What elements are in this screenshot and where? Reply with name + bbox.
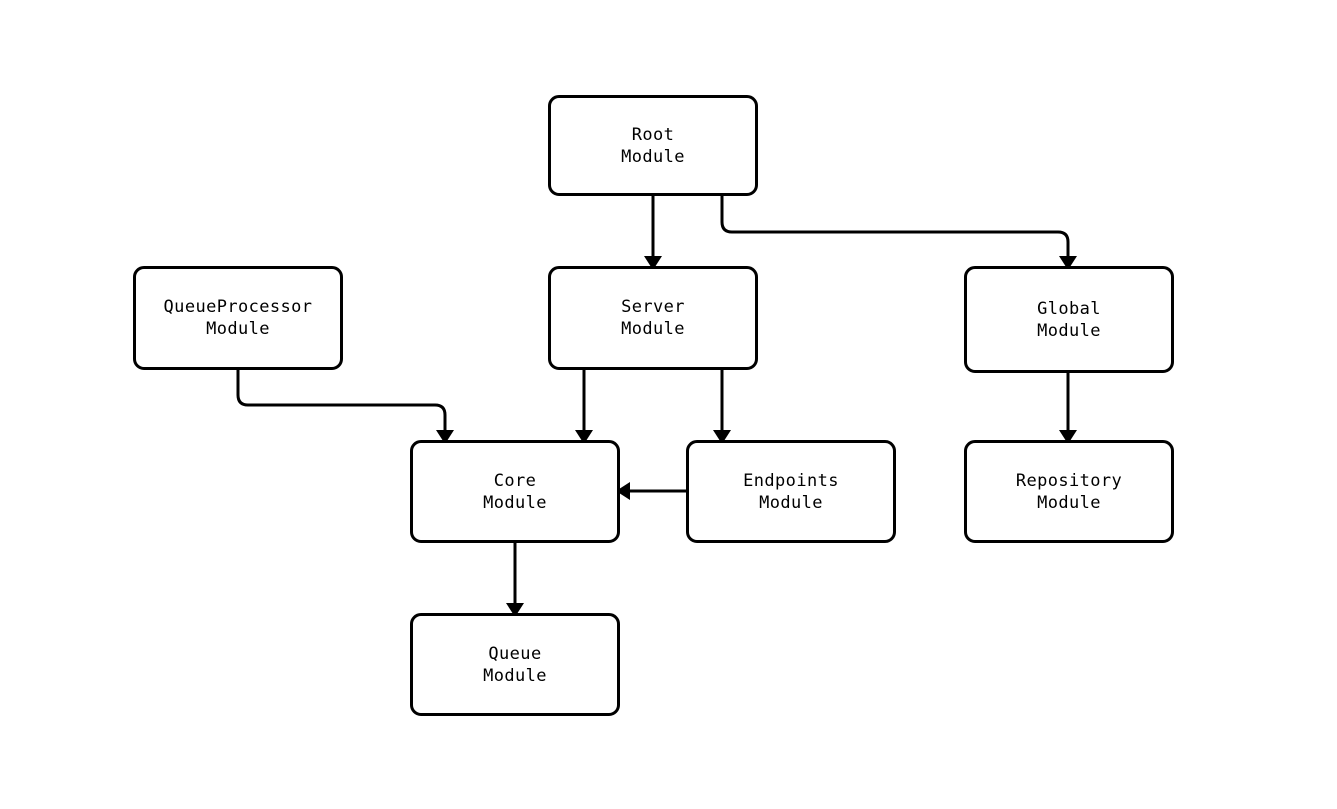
node-core-subtitle: Module (483, 492, 547, 513)
node-root-subtitle: Module (621, 146, 685, 167)
node-queue-title: Queue (488, 643, 542, 664)
edge-queueprocessor-core (236, 370, 447, 430)
node-endpoints-title: Endpoints (743, 470, 839, 491)
node-server-title: Server (621, 297, 685, 317)
node-global-subtitle: Module (1037, 320, 1101, 341)
edges-group (236, 196, 1077, 617)
node-repository-subtitle: Module (1037, 492, 1101, 513)
node-repository-title: Repository (1015, 470, 1123, 491)
node-core-title: Core (493, 470, 537, 491)
node-queue-subtitle: Module (483, 665, 547, 686)
node-root-title: Root (631, 124, 675, 145)
node-endpoints-subtitle: Module (759, 492, 823, 513)
node-global-title: Global (1037, 298, 1101, 319)
node-queueprocessor-subtitle: Module (206, 319, 270, 339)
node-server-subtitle: Module (621, 319, 685, 339)
node-queueprocessor-title: QueueProcessor (163, 297, 313, 317)
edge-root-global (720, 196, 1070, 256)
